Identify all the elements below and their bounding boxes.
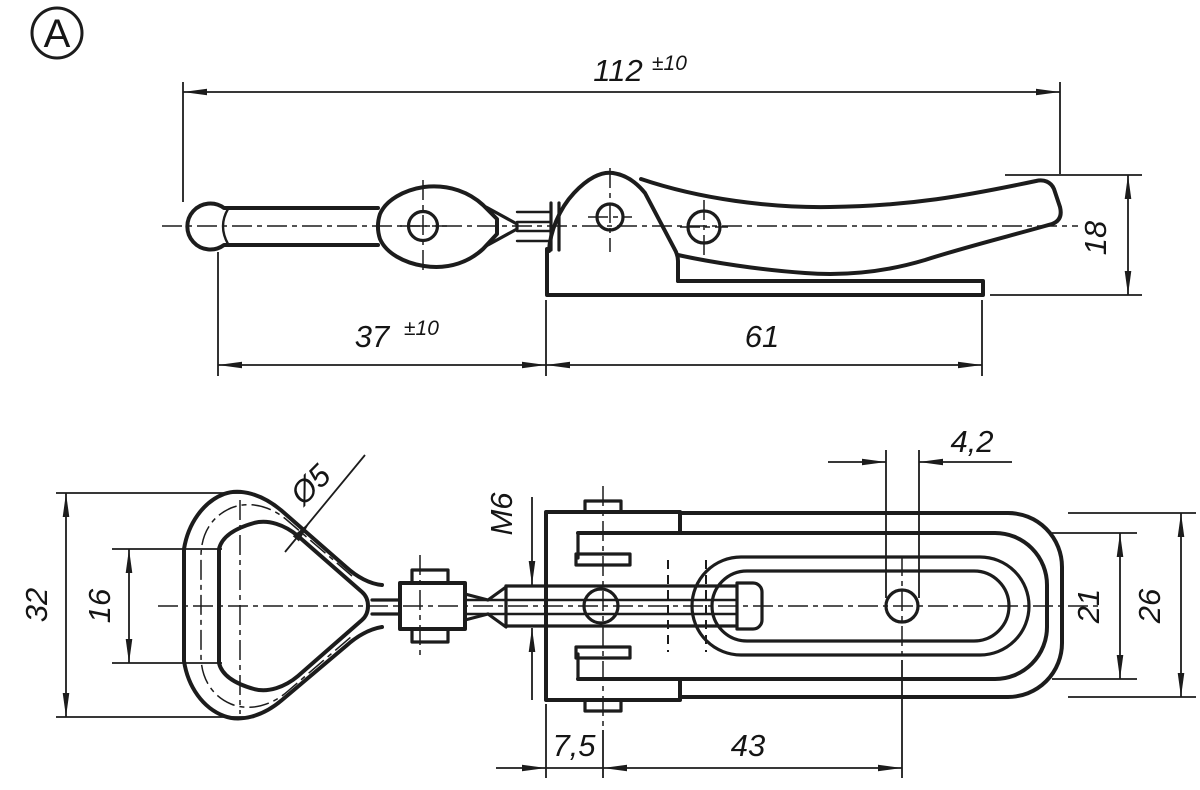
wire-hoop-outer <box>182 489 384 721</box>
dim-hoop-outer-width: 32 <box>19 492 250 718</box>
lever-slot-outer <box>690 555 1031 657</box>
dim-base-length: 61 <box>545 300 983 376</box>
dim-height-text: 18 <box>1078 220 1113 255</box>
dim-pivot-offset: 7,5 <box>496 704 604 778</box>
dim-lever-width-text: 21 <box>1071 589 1106 624</box>
plan-view: 32 16 Ø5 M6 4,2 <box>19 424 1196 778</box>
bracket-hump <box>547 170 680 283</box>
dim-hook-reach-text: 37 <box>355 319 391 354</box>
dim-wire-diameter: Ø5 <box>283 454 366 553</box>
dim-hole-spacing-text: 43 <box>731 728 765 763</box>
dim-thread-text: M6 <box>484 492 519 536</box>
dim-overall-length-tol: ±10 <box>652 52 687 75</box>
view-label: A <box>30 6 84 60</box>
hook-tip-tangent <box>221 208 230 245</box>
view-label-text: A <box>44 12 71 56</box>
side-view: 112 ±10 18 37 ±10 61 <box>162 52 1142 376</box>
dim-hook-reach-tol: ±10 <box>404 317 439 340</box>
dim-overall-length-text: 112 <box>593 53 642 88</box>
dim-wire-dia-text: Ø5 <box>283 457 338 512</box>
thread-section <box>515 201 561 252</box>
latch-lever <box>639 177 1063 276</box>
dim-base-width-text: 26 <box>1132 588 1167 624</box>
rivet-flange-bottom <box>574 645 632 660</box>
dim-hook-reach: 37 ±10 <box>217 252 546 376</box>
wire-dia-arrowhead <box>292 522 310 542</box>
adjuster-swivel <box>376 184 499 269</box>
adjuster-cone <box>484 205 519 248</box>
base-plate-side <box>545 247 985 297</box>
mount-hole-plan <box>884 588 920 624</box>
dim-base-width: 26 <box>1068 512 1196 698</box>
pivot-pin-plan <box>582 587 620 625</box>
dim-hole-diameter: 4,2 <box>828 424 1012 598</box>
dim-hoop-outer-text: 32 <box>19 588 54 622</box>
dim-overall-length: 112 ±10 <box>182 52 1061 202</box>
dim-base-length-text: 61 <box>745 319 779 354</box>
dim-height: 18 <box>990 174 1142 296</box>
lever-plate-plan <box>576 531 1049 681</box>
dim-hoop-inner-text: 16 <box>82 588 117 623</box>
dim-thread-size: M6 <box>484 492 536 700</box>
wire-hoop-centerline <box>200 503 353 709</box>
base-plate-plan <box>678 511 1064 699</box>
wire-hoop-inner <box>217 519 370 693</box>
lever-slot-inner <box>710 569 1011 643</box>
dim-pivot-offset-text: 7,5 <box>552 728 596 763</box>
dim-lever-width: 21 <box>1052 532 1137 680</box>
dim-hole-dia-text: 4,2 <box>950 424 993 459</box>
dim-hole-spacing: 43 <box>603 660 903 778</box>
hook-rod <box>185 201 380 252</box>
view-label-circle <box>30 6 84 60</box>
dim-hoop-inner-width: 16 <box>82 548 222 664</box>
